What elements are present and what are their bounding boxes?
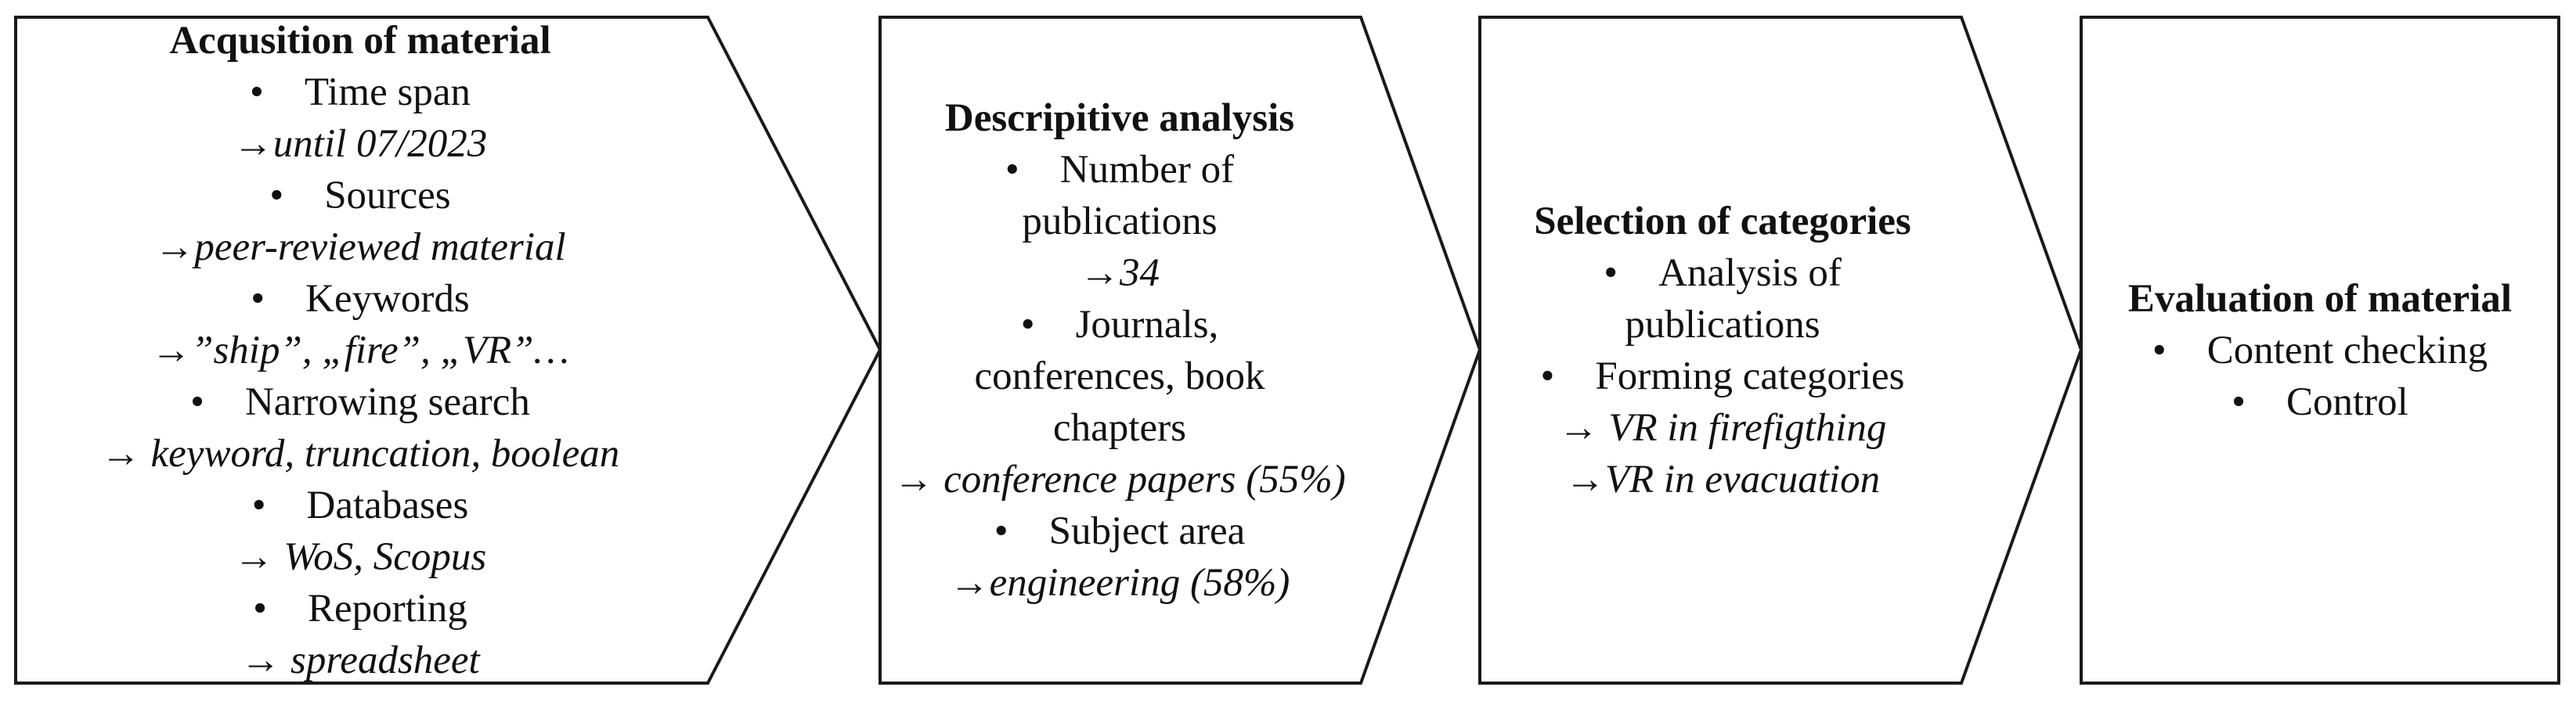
stage-acquisition: Acqusition of material•Time span→until 0… xyxy=(47,17,673,683)
bullet-icon: • xyxy=(269,173,284,218)
result-note: → keyword, truncation, boolean xyxy=(101,428,619,480)
bullet-item: • Keywords xyxy=(251,273,470,325)
result-note: →VR in evacuation xyxy=(1565,454,1880,505)
bullet-icon: • xyxy=(253,586,267,631)
result-note-text: VR in evacuation xyxy=(1604,457,1881,502)
stage-title: Descripitive analysis xyxy=(944,95,1295,140)
arrow-right-icon: → xyxy=(151,328,192,372)
bullet-item-text: Databases xyxy=(306,483,469,527)
arrow-right-icon: → xyxy=(949,560,990,605)
arrow-right-icon: → xyxy=(233,121,273,166)
bullet-icon: • xyxy=(190,379,204,424)
stage-selection-of-categories: Selection of categories•Analysis of publ… xyxy=(1492,17,1954,683)
bullet-item: • Subject area xyxy=(994,505,1245,557)
result-note: → VR in firefigthing xyxy=(1559,402,1887,454)
result-note-text: WoS, Scopus xyxy=(283,534,487,579)
bullet-item-text: Analysis of publications xyxy=(1625,250,1842,347)
stage-descriptive-analysis-content: Descripitive analysis•Number of publicat… xyxy=(893,92,1345,609)
bullet-icon: • xyxy=(1005,147,1019,192)
stage-title: Evaluation of material xyxy=(2127,276,2513,321)
result-note: →”ship”, „fire”, „VR”… xyxy=(151,325,569,376)
arrow-right-icon: → xyxy=(1558,405,1609,450)
bullet-item: • Narrowing search xyxy=(190,376,530,428)
bullet-item-text: Narrowing search xyxy=(244,379,530,424)
bullet-item: • Forming categories xyxy=(1540,351,1904,402)
result-note-text: peer-reviewed material xyxy=(194,225,566,269)
bullet-item-text: Forming categories xyxy=(1595,354,1905,398)
bullet-icon: • xyxy=(250,70,264,114)
stage-title: Acqusition of material xyxy=(169,18,551,63)
bullet-item-text: Content checking xyxy=(2206,328,2488,372)
bullet-item: • Control xyxy=(2231,376,2408,428)
bullet-icon: • xyxy=(251,483,266,527)
bullet-icon: • xyxy=(1020,302,1035,347)
result-note-text: conference papers (55%) xyxy=(943,457,1346,502)
result-note: → conference papers (55%) xyxy=(893,454,1345,505)
bullet-icon: • xyxy=(1540,354,1555,398)
stage-descriptive-analysis: Descripitive analysis•Number of publicat… xyxy=(893,17,1345,683)
bullet-icon: • xyxy=(251,276,265,321)
result-note-text: until 07/2023 xyxy=(272,121,488,166)
bullet-item: •Number of publications xyxy=(924,144,1315,247)
result-note-text: engineering (58%) xyxy=(989,560,1290,605)
stage-title: Selection of categories xyxy=(1534,199,1911,243)
bullet-item: • Reporting xyxy=(253,583,467,635)
bullet-item-text: Subject area xyxy=(1048,509,1246,553)
result-note-text: 34 xyxy=(1120,250,1160,295)
stage-3-chevron-shape xyxy=(1478,16,2084,685)
result-note-text: keyword, truncation, boolean xyxy=(150,431,620,476)
result-note-text: spreadsheet xyxy=(290,638,480,682)
result-note: →until 07/2023 xyxy=(233,118,487,170)
arrow-right-icon: → xyxy=(1564,457,1605,502)
arrow-right-icon: → xyxy=(100,431,151,476)
stage-evaluation-of-material: Evaluation of material•Content checking•… xyxy=(2089,17,2551,683)
result-note-text: VR in firefigthing xyxy=(1608,405,1887,450)
bullet-item-text: Keywords xyxy=(305,276,470,321)
result-note: →34 xyxy=(1080,247,1160,299)
bullet-icon: • xyxy=(994,509,1008,553)
bullet-item: • Content checking xyxy=(2152,325,2488,376)
bullet-item-text: Number of publications xyxy=(1022,147,1235,243)
bullet-item-text: Sources xyxy=(324,173,451,218)
bullet-icon: • xyxy=(2152,328,2167,372)
result-note-text: ”ship”, „fire”, „VR”… xyxy=(191,328,569,372)
arrow-right-icon: → xyxy=(154,225,195,269)
arrow-right-icon: → xyxy=(240,638,290,682)
stage-selection-of-categories-content: Selection of categories•Analysis of publ… xyxy=(1527,196,1918,505)
bullet-icon: • xyxy=(2231,379,2246,424)
stage-4-box-shape xyxy=(2080,16,2560,685)
stage-2-chevron-shape xyxy=(879,16,1482,685)
result-note: →engineering (58%) xyxy=(950,557,1290,609)
result-note: →peer-reviewed material xyxy=(154,221,565,273)
bullet-item-text: Journals, conferences, book chapters xyxy=(974,302,1265,450)
bullet-item: •Analysis of publications xyxy=(1527,247,1918,351)
arrow-right-icon: → xyxy=(893,457,944,502)
arrow-right-icon: → xyxy=(233,534,284,579)
bullet-item-text: Reporting xyxy=(307,586,467,631)
bullet-item: • Time span xyxy=(250,67,471,118)
bullet-item: • Databases xyxy=(252,480,469,531)
stage-1-chevron-shape xyxy=(14,16,882,685)
stage-acquisition-content: Acqusition of material•Time span→until 0… xyxy=(101,15,619,686)
bullet-item: • Sources xyxy=(269,170,450,221)
result-note: → spreadsheet xyxy=(240,635,479,686)
arrow-right-icon: → xyxy=(1080,250,1120,295)
bullet-item-text: Time span xyxy=(304,70,471,114)
bullet-item-text: Control xyxy=(2286,379,2408,424)
stage-evaluation-of-material-content: Evaluation of material•Content checking•… xyxy=(2128,273,2512,428)
result-note: → WoS, Scopus xyxy=(234,531,487,583)
bullet-icon: • xyxy=(1604,250,1618,295)
bullet-item: •Journals, conferences, book chapters xyxy=(924,299,1315,454)
